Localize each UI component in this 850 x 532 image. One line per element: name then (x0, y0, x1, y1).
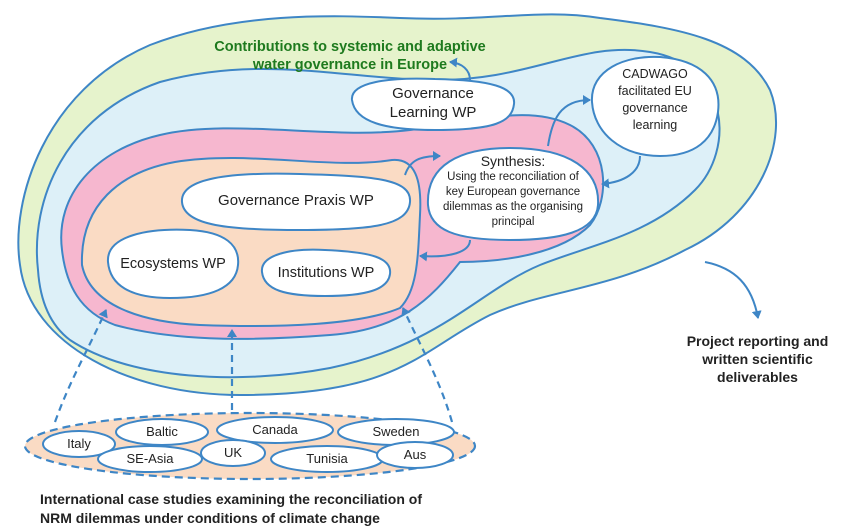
cadwago-blob (590, 55, 720, 158)
synthesis-label: Synthesis: Using the reconciliation of k… (428, 152, 598, 230)
synthesis-line2: key European governance (445, 186, 581, 198)
cadwago-line1: CADWAGO (622, 67, 688, 81)
synthesis-heading: Synthesis: (480, 153, 546, 169)
synthesis-line3: dilemmas as the organising (443, 201, 583, 213)
case-aus: Aus (403, 447, 427, 462)
arrow-cadwago-to-synthesis (601, 155, 641, 189)
cadwago-line4: learning (632, 118, 678, 132)
case-canada-oval (216, 416, 334, 444)
arrow-to-project-reporting (704, 261, 762, 319)
cadwago-label: CADWAGO facilitated EU governance learni… (592, 66, 718, 134)
institutions-blob (260, 248, 392, 298)
case-uk: UK (223, 445, 243, 460)
governance-praxis-label: Governance Praxis WP (218, 192, 374, 209)
governance-praxis-blob (180, 172, 412, 232)
bottom-caption: International case studies examining the… (40, 490, 422, 528)
governance-learning-line2: Learning WP (389, 103, 477, 121)
outer-title: Contributions to systemic and adaptive w… (170, 38, 530, 74)
outer-title-line1: Contributions to systemic and adaptive (214, 39, 486, 55)
project-reporting-line3: deliverables (717, 369, 798, 385)
governance-learning-line1: Governance (392, 85, 474, 102)
ecosystems-label: Ecosystems WP (120, 256, 226, 272)
project-reporting-line1: Project reporting and (686, 333, 829, 349)
case-aus-oval (376, 441, 454, 469)
dashed-arrow-left (53, 309, 108, 423)
case-canada: Canada (252, 422, 298, 437)
case-baltic: Baltic (146, 424, 178, 439)
case-tunisia: Tunisia (306, 451, 348, 466)
arrow-praxis-to-synthesis (404, 151, 441, 176)
cadwago-line2: facilitated EU (618, 84, 692, 98)
cadwago-line3: governance (622, 101, 688, 115)
institutions-label: Institutions WP (277, 265, 375, 281)
ecosystems-blob (106, 228, 240, 300)
case-italy-oval (42, 430, 116, 458)
governance-learning-label: Governance Learning WP (352, 85, 514, 123)
case-se-asia: SE-Asia (126, 451, 174, 466)
case-sweden: Sweden (372, 424, 420, 439)
arrow-learning-to-contributions (449, 57, 471, 81)
synthesis-line1: Using the reconciliation of (447, 171, 579, 183)
synthesis-line4: principal (491, 216, 535, 228)
arrow-synthesis-to-praxis (419, 239, 471, 262)
case-se-asia-oval (97, 445, 203, 473)
bottom-caption-line2: NRM dilemmas under conditions of climate… (40, 510, 380, 526)
project-reporting-label: Project reporting and written scientific… (670, 332, 845, 386)
synthesis-blob (426, 146, 600, 242)
arrow-synthesis-to-cadwago (547, 95, 591, 147)
project-reporting-line2: written scientific (702, 351, 813, 367)
dashed-arrow-right (401, 307, 454, 423)
case-baltic-oval (115, 418, 209, 446)
bottom-caption-line1: International case studies examining the… (40, 491, 422, 507)
case-uk-oval (200, 439, 266, 467)
governance-learning-blob (350, 77, 516, 132)
case-italy: Italy (67, 436, 91, 451)
outer-title-line2: water governance in Europe (252, 57, 448, 74)
